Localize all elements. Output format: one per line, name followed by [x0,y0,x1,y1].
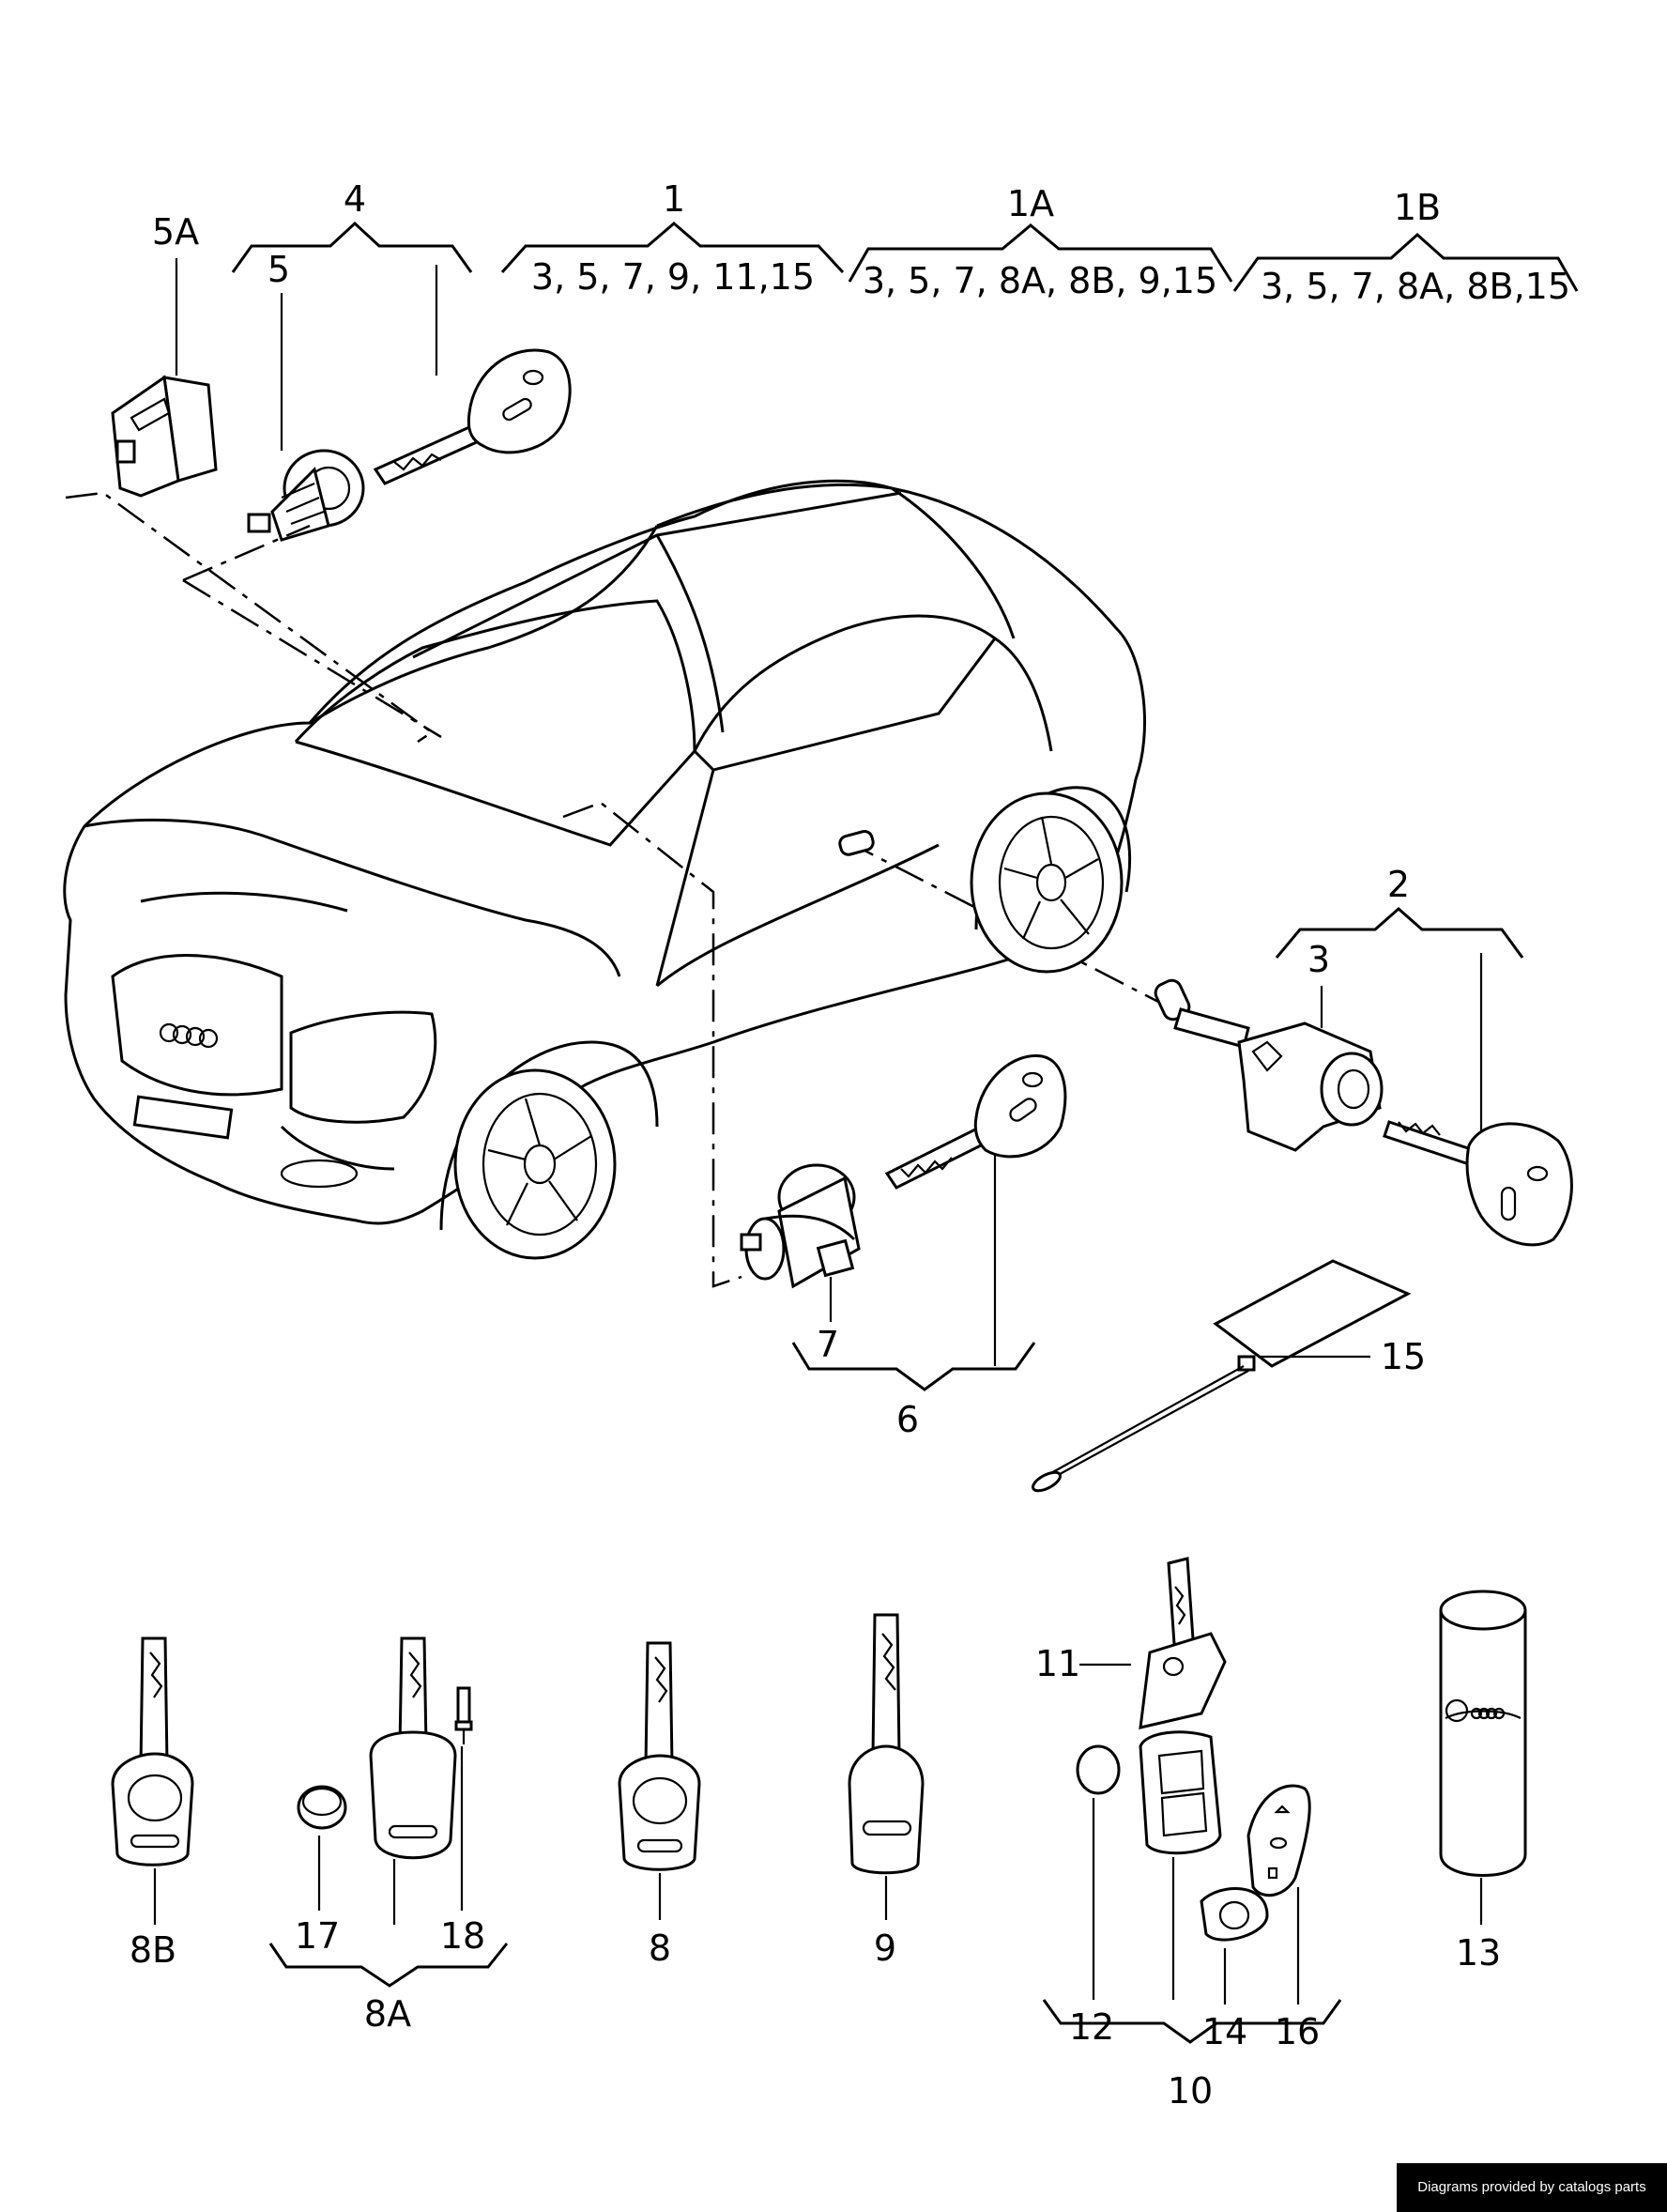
callout-8: 8 [649,1928,671,1969]
callout-14: 14 [1202,2011,1247,2052]
part-11-key-blade [1139,1557,1227,1729]
part-group-8a: 17 18 8A [268,1636,509,2035]
callout-8a: 8A [364,1993,411,2035]
part-18-bulb [454,1686,473,1744]
part-3-door-lock-cylinder [1154,978,1384,1152]
key-icon [884,1053,1067,1190]
callout-15: 15 [1381,1336,1426,1377]
part-9-key: 9 [848,1613,925,1969]
vw-logo-icon [1445,1698,1469,1723]
callout-8b: 8B [130,1929,176,1971]
group-header-1a: 1A 3, 5, 7, 8A, 8B, 9,15 [848,183,1233,301]
callout-5: 5 [268,249,290,290]
audi-logo-icon [159,1022,219,1049]
callout-4: 4 [344,178,366,220]
group-header-1b: 1B 3, 5, 7, 8A, 8B,15 [1232,187,1579,307]
callout-5a: 5A [152,211,199,253]
part-group-4: 4 5 [231,178,572,542]
part-5a-switch: 5A [111,211,218,498]
part-13-lubricant-can: 13 [1439,1590,1527,1974]
callout-13: 13 [1456,1932,1501,1974]
group-1a-label: 1A [1007,183,1054,224]
part-14-seal [1200,1887,1269,1942]
group-1b-label: 1B [1394,187,1441,228]
callout-10: 10 [1168,2070,1213,2112]
part-8b-key: 8B [111,1636,194,1971]
part-group-10: 11 12 14 16 10 [1035,1557,1342,2112]
part-10-remote-housing [1139,1730,1222,1855]
part-16-button-pad [1246,1784,1311,1897]
callout-2: 2 [1387,864,1410,905]
group-1-label: 1 [663,178,685,220]
key-icon [1383,1120,1573,1247]
key-icon [373,348,572,485]
group-1-contents: 3, 5, 7, 9, 11,15 [531,256,815,298]
callout-7: 7 [817,1324,839,1365]
part-7-ignition-lock [740,1163,861,1289]
callout-9: 9 [874,1928,896,1969]
attribution-footer: Diagrams provided by catalogs parts [1397,2163,1667,2212]
callout-18: 18 [440,1915,485,1957]
part-17-battery [297,1785,347,1830]
callout-16: 16 [1275,2011,1320,2052]
callout-17: 17 [295,1915,340,1957]
part-group-2: 2 3 [1154,864,1573,1247]
part-group-6: 7 6 [740,1053,1067,1440]
group-header-1: 1 3, 5, 7, 9, 11,15 [500,178,845,298]
part-8-key: 8 [618,1641,701,1969]
front-wheel [453,1068,617,1260]
part-8a-key [369,1636,457,1860]
callout-3: 3 [1308,939,1330,980]
rear-wheel [970,791,1124,974]
leader-lines [65,491,1165,1288]
audi-logo-icon [1470,1707,1506,1720]
part-12-battery [1076,1744,1121,1795]
callout-6: 6 [896,1399,919,1440]
part-5-lock-cylinder [247,449,365,542]
car-illustration [63,479,1147,1260]
group-1b-contents: 3, 5, 7, 8A, 8B,15 [1261,266,1570,307]
group-1a-contents: 3, 5, 7, 8A, 8B, 9,15 [863,260,1217,301]
callout-11: 11 [1035,1643,1080,1684]
part-15-antenna: 15 [1031,1259,1426,1493]
callout-12: 12 [1069,2006,1114,2048]
